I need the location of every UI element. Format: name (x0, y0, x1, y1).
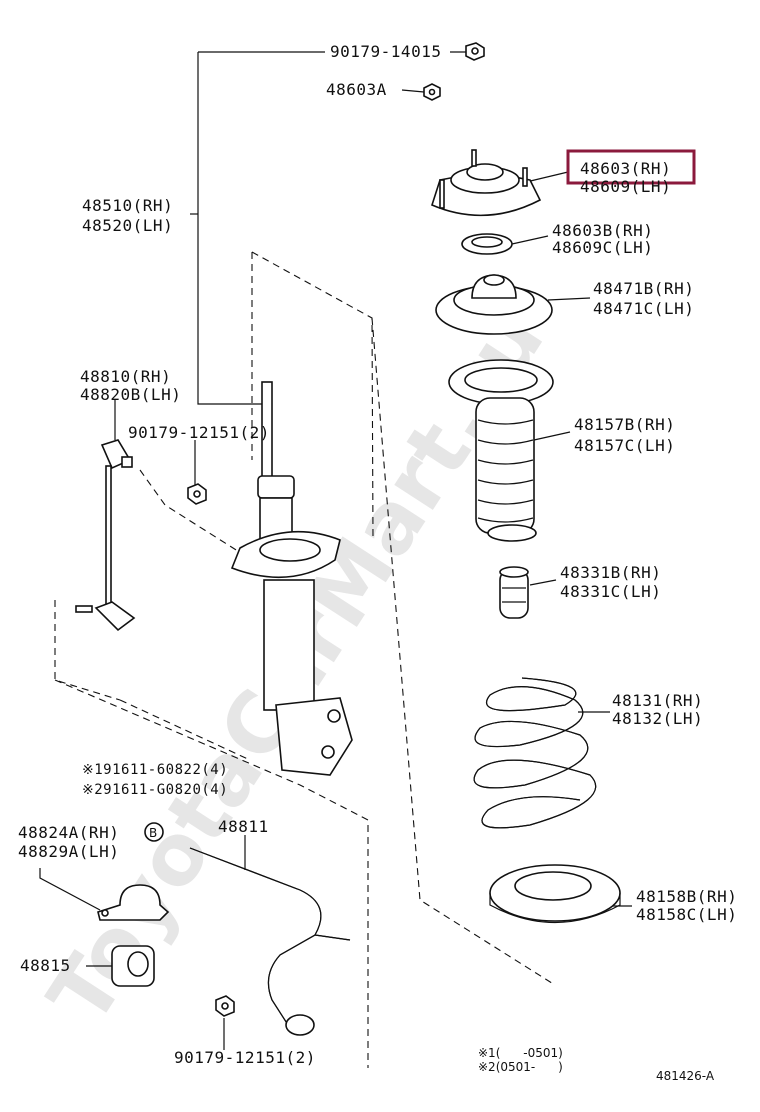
bar-bracket (97, 884, 170, 921)
label-91611-g0820: ※291611-G0820(4) (82, 782, 228, 798)
upper-spring-seat (435, 274, 553, 335)
stabilizer-link (75, 439, 136, 632)
label-48157c-lh: 48157C(LH) (574, 436, 675, 455)
ref-circle-b (144, 822, 164, 842)
nut-48603a (423, 83, 441, 101)
lower-spring-insulator (489, 864, 621, 924)
label-48603a: 48603A (326, 80, 387, 99)
nut-90179-12151-lower (215, 995, 235, 1017)
label-ref-b: B (149, 826, 157, 840)
label-48471b-rh: 48471B(RH) (593, 279, 694, 298)
label-48520-lh: 48520(LH) (82, 216, 173, 235)
label-48131-rh: 48131(RH) (612, 691, 703, 710)
label-48815: 48815 (20, 956, 71, 975)
label-91611-60822: ※191611-60822(4) (82, 762, 228, 778)
part-labels: 90179-14015 48603A 48603(RH) 48609(LH) 4… (18, 42, 737, 1067)
label-48603b-rh: 48603B(RH) (552, 221, 653, 240)
bump-stopper (499, 566, 529, 619)
label-48331c-lh: 48331C(LH) (560, 582, 661, 601)
label-48132-lh: 48132(LH) (612, 709, 703, 728)
bearing (461, 233, 513, 255)
label-48158c-lh: 48158C(LH) (636, 905, 737, 924)
stabilizer-bar (189, 847, 351, 1036)
label-48471c-lh: 48471C(LH) (593, 299, 694, 318)
nut-90179-12151-upper (187, 483, 207, 505)
shock-absorber (230, 381, 353, 776)
label-48603-rh[interactable]: 48603(RH) (580, 159, 671, 178)
label-48158b-rh: 48158B(RH) (636, 887, 737, 906)
note-2: ※2(0501- ) (478, 1060, 563, 1074)
label-48157b-rh: 48157B(RH) (574, 415, 675, 434)
label-90179-14015: 90179-14015 (330, 42, 441, 61)
nut-90179-14015 (465, 42, 485, 61)
leader-lines (39, 51, 632, 1050)
label-48609c-lh: 48609C(LH) (552, 238, 653, 257)
label-48829a-lh: 48829A(LH) (18, 842, 119, 861)
strut-mount (431, 149, 542, 217)
label-48820b-lh: 48820B(LH) (80, 385, 181, 404)
dust-boot (448, 359, 554, 542)
label-90179-12151-upper: 90179-12151(2) (128, 423, 270, 442)
coil-spring (473, 677, 597, 829)
footnotes: ※1( -0501) ※2(0501- ) 481426-A (478, 1046, 715, 1083)
highlight-box (566, 149, 696, 185)
label-48331b-rh: 48331B(RH) (560, 563, 661, 582)
bar-bushing (111, 945, 155, 987)
label-48810-rh: 48810(RH) (80, 367, 171, 386)
diagram-code: 481426-A (656, 1069, 715, 1083)
guide-lines (54, 251, 556, 1068)
note-1: ※1( -0501) (478, 1046, 563, 1060)
label-48824a-rh: 48824A(RH) (18, 823, 119, 842)
label-90179-12151-lower: 90179-12151(2) (174, 1048, 316, 1067)
label-48811: 48811 (218, 817, 269, 836)
label-48510-rh: 48510(RH) (82, 196, 173, 215)
label-48609-lh[interactable]: 48609(LH) (580, 177, 671, 196)
